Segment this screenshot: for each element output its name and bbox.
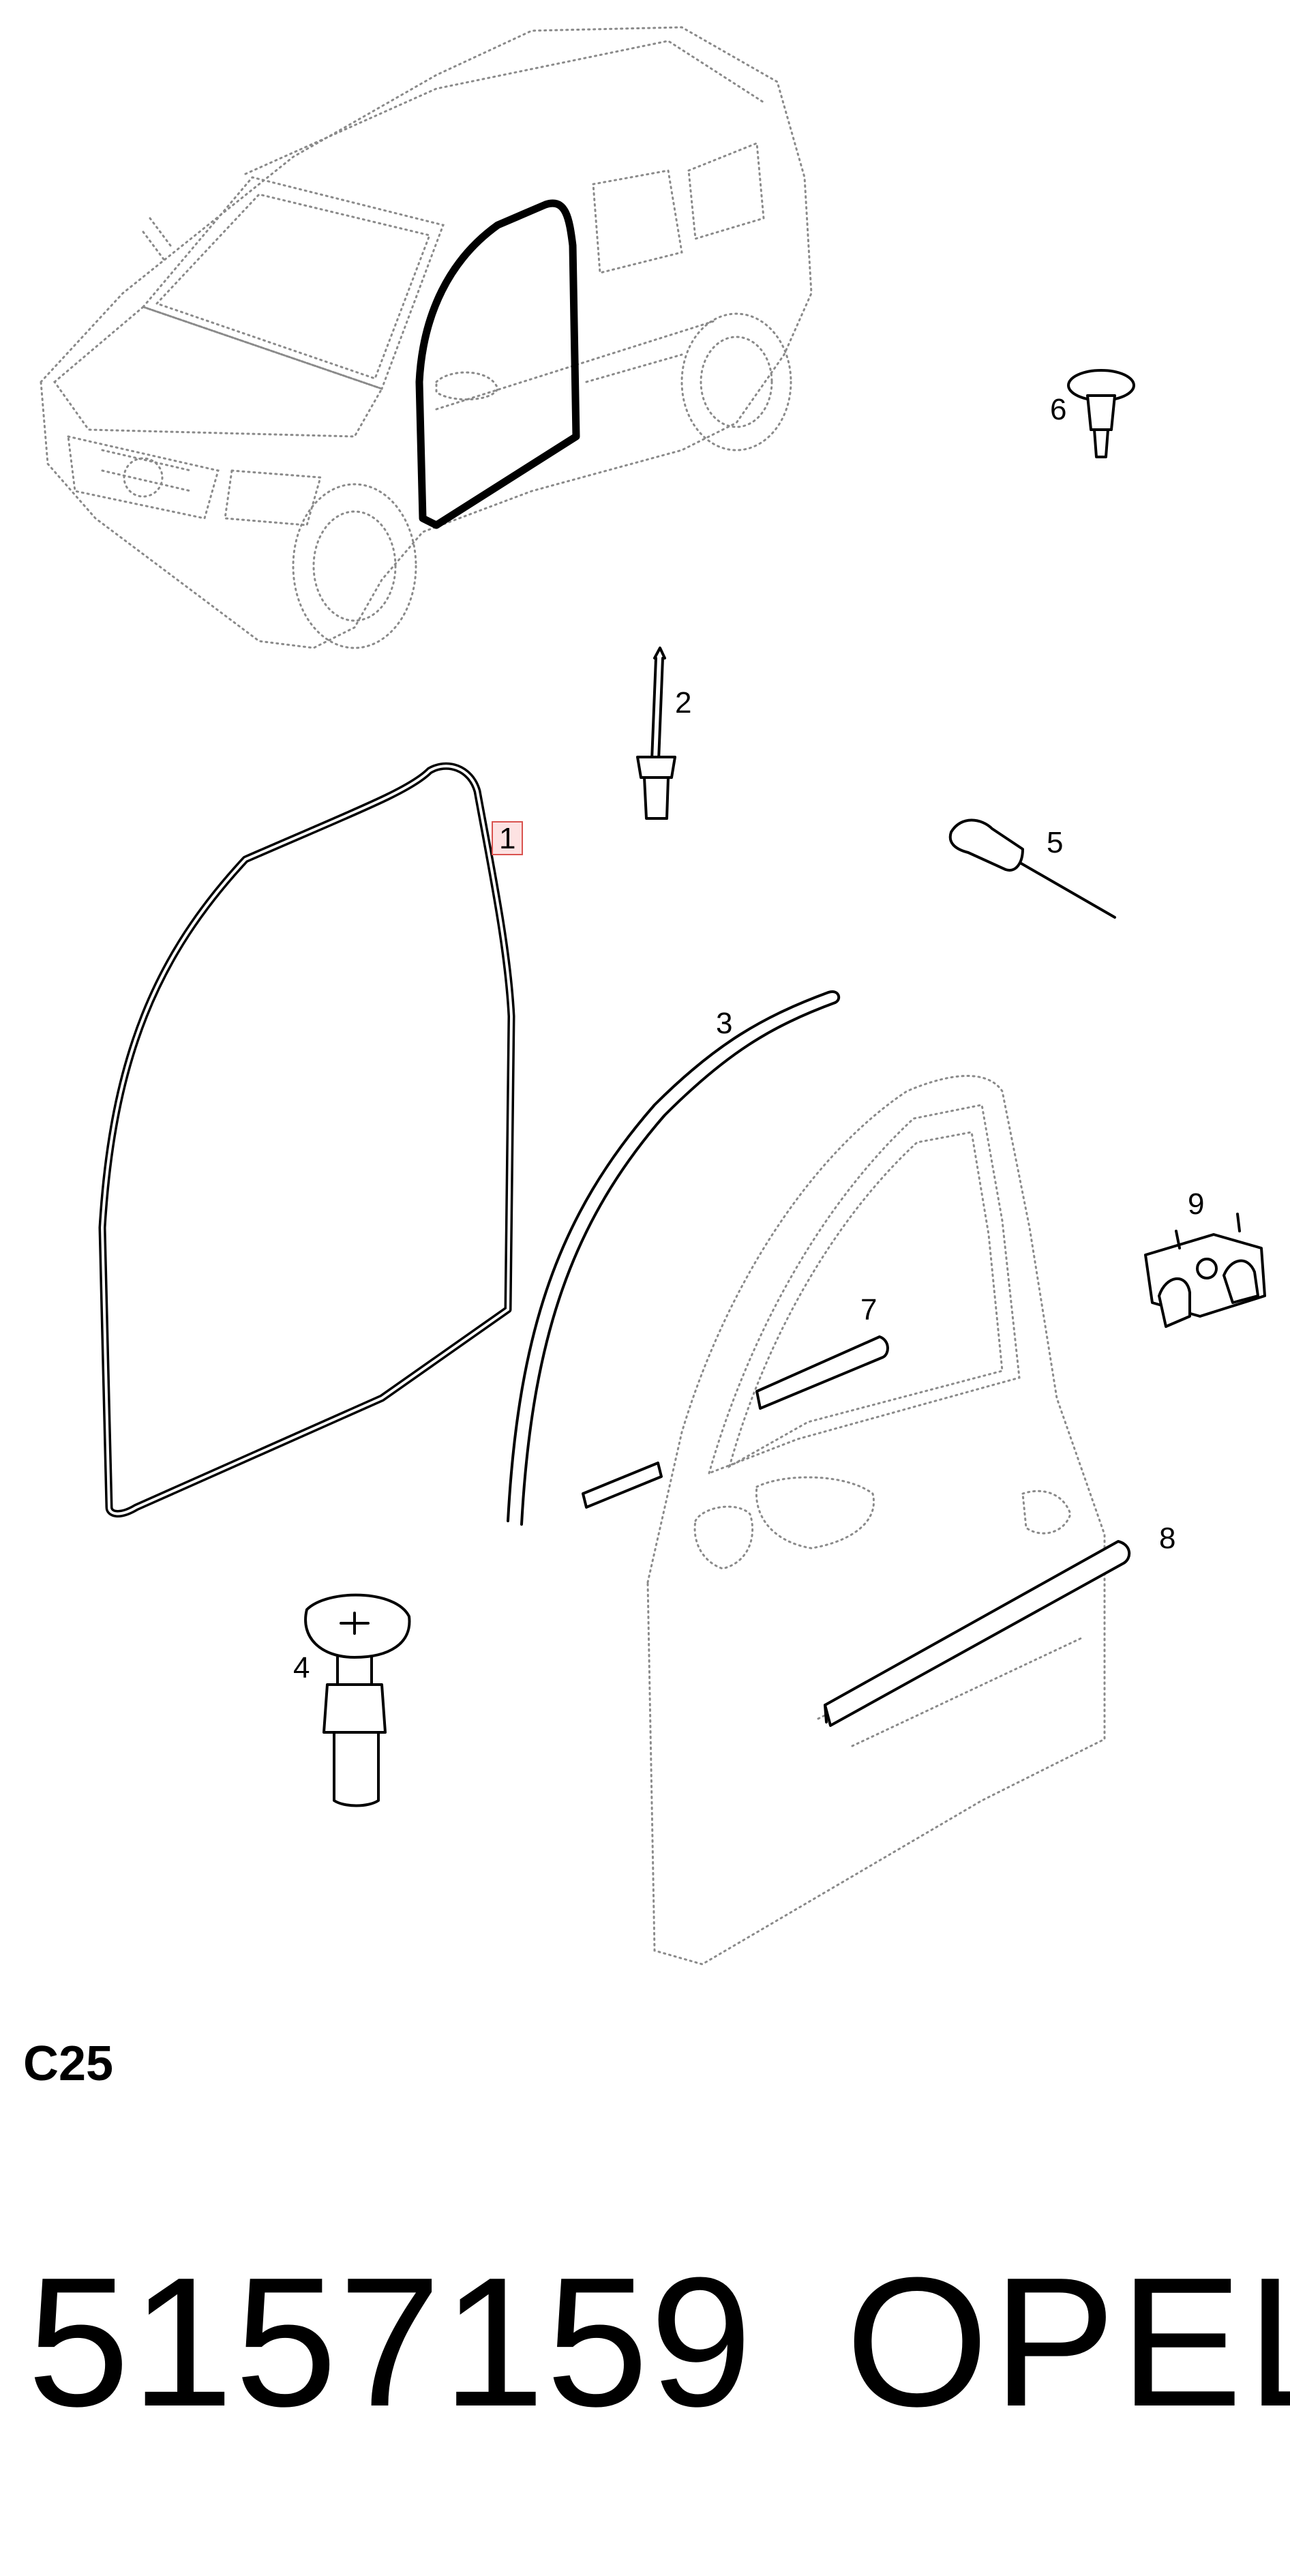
door-seal-highlight xyxy=(415,199,580,529)
door-panel xyxy=(646,1075,1106,1966)
bracket-part-9 xyxy=(1144,1213,1266,1328)
callout-4: 4 xyxy=(293,1651,310,1685)
callout-2: 2 xyxy=(675,686,691,720)
brand-name: OPEL xyxy=(845,2240,1290,2445)
screw-part xyxy=(636,647,676,820)
door-seal-part xyxy=(98,762,515,1518)
molding-part-3 xyxy=(507,990,841,1526)
clip-part-4 xyxy=(304,1593,411,1807)
callout-9: 9 xyxy=(1188,1187,1204,1221)
section-code: C25 xyxy=(23,2037,114,2091)
callout-1-box xyxy=(492,821,523,855)
callout-8: 8 xyxy=(1159,1522,1175,1555)
part-number: 5157159 xyxy=(27,2240,754,2445)
car-overview xyxy=(40,26,813,649)
rivet-part-5 xyxy=(948,818,1116,919)
callout-3: 3 xyxy=(716,1007,732,1040)
callout-5: 5 xyxy=(1047,826,1063,859)
callout-7: 7 xyxy=(860,1293,877,1327)
outer-molding-part-8 xyxy=(824,1540,1131,1727)
belt-strip-part-7 xyxy=(582,1335,889,1509)
callout-1: 1 xyxy=(499,822,515,855)
push-clip-part-6 xyxy=(1067,369,1135,458)
callout-6: 6 xyxy=(1050,393,1066,426)
